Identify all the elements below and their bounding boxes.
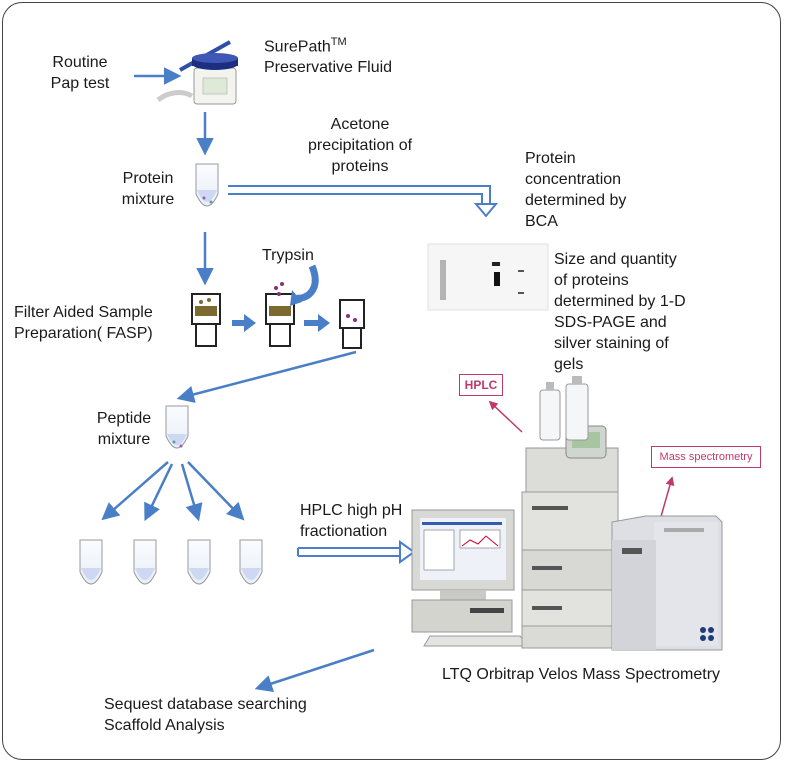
surepath-label: SurePathTM Preservative Fluid [264,36,393,77]
fasp-filter-unit-2 [265,282,295,347]
arrow-fraction-1 [101,461,169,521]
fraction-tube-3 [187,539,211,585]
specimen-jar-icon [156,40,238,105]
fasp-arrow-1 [232,314,256,332]
ms-callout-label: Mass spectrometry [651,446,761,468]
arrow-fraction-3 [180,463,203,522]
computer-monitor-icon [411,509,515,600]
hplc-callout-label: HPLC [459,374,503,396]
instrument-label: LTQ Orbitrap Velos Mass Spectrometry [442,666,721,683]
arrow-to-sequest [254,648,375,692]
fasp-filter-unit-1 [191,293,221,347]
fasp-filter-unit-3 [339,299,365,349]
protein-tube-icon [195,163,219,207]
hplc-callout-line [488,400,523,433]
fraction-tube-4 [239,539,263,585]
trypsin-label: Trypsin [262,247,314,264]
trypsin-curved-arrow [295,264,319,302]
fraction-tube-1 [79,539,103,585]
mass-spectrometer-icon [611,515,723,651]
hollow-arrow-to-hplc [297,547,400,557]
fraction-tube-2 [133,539,157,585]
computer-tower-icon [411,599,513,633]
arrow-fraction-4 [187,461,245,521]
hplc-stack-icon [521,376,619,649]
ms-callout-line [659,476,675,521]
arrow-fraction-2 [144,463,174,522]
peptide-tube-icon [165,405,189,449]
sds-page-gel-image [427,243,549,311]
arrow-fasp-to-peptide [176,350,357,403]
double-arrow-to-bca [228,185,491,204]
fasp-arrow-2 [304,314,330,332]
